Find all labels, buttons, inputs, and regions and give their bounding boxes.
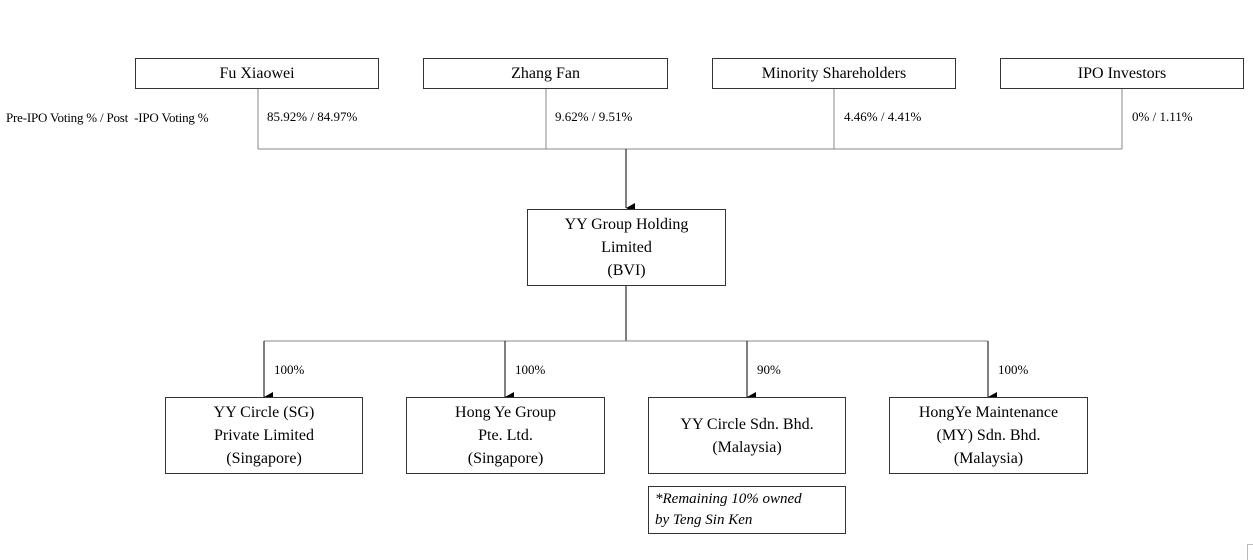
holding-line: (BVI) [607,262,646,279]
subsidiary-line: Hong Ye Group [455,404,556,421]
subsidiary-pct-hongye-maintenance: 100% [998,362,1029,377]
subsidiary-box-yy-circle-sg: YY Circle (SG) Private Limited (Singapor… [165,397,363,474]
subsidiary-pct-hong-ye-group: 100% [515,362,546,377]
voting-pct-fu-xiaowei: 85.92% / 84.97% [267,109,358,124]
holding-line: YY Group Holding [564,216,689,233]
holding-company-box: YY Group Holding Limited (BVI) [527,209,726,286]
subsidiary-line: HongYe Maintenance [918,404,1059,421]
subsidiary-box-yy-circle-my: YY Circle Sdn. Bhd. (Malaysia) [648,397,846,474]
subsidiary-line: (Singapore) [467,450,544,467]
shareholder-box-minority: Minority Shareholders [712,58,956,89]
voting-legend-label: Pre-IPO Voting % / Post -IPO Voting % [6,110,209,125]
subsidiary-line: Pte. Ltd. [478,427,533,444]
subsidiary-line: YY Circle Sdn. Bhd. [680,415,814,433]
shareholder-name: Minority Shareholders [761,65,907,82]
shareholder-name: Fu Xiaowei [219,65,295,82]
subsidiary-line: YY Circle (SG) [213,404,315,421]
subsidiary-line: (Malaysia) [712,438,782,456]
voting-pct-minority: 4.46% / 4.41% [844,109,922,124]
subsidiary-box-hong-ye-group: Hong Ye Group Pte. Ltd. (Singapore) [406,397,605,474]
shareholder-box-fu-xiaowei: Fu Xiaowei [135,58,379,89]
shareholder-name: IPO Investors [1077,65,1167,82]
subsidiary-pct-yy-circle-sg: 100% [274,362,305,377]
remaining-ownership-note: *Remaining 10% owned by Teng Sin Ken [648,486,846,534]
note-line: by Teng Sin Ken [655,512,753,528]
voting-pct-zhang-fan: 9.62% / 9.51% [555,109,633,124]
subsidiary-line: (Malaysia) [953,450,1024,467]
page-corner-mark [1247,544,1253,560]
subsidiary-line: (MY) Sdn. Bhd. [936,427,1041,444]
subsidiary-box-hongye-maintenance: HongYe Maintenance (MY) Sdn. Bhd. (Malay… [889,397,1088,474]
subsidiary-pct-yy-circle-my: 90% [757,362,781,377]
shareholder-name: Zhang Fan [511,65,580,82]
voting-pct-ipo-investors: 0% / 1.11% [1132,109,1193,124]
shareholder-box-ipo-investors: IPO Investors [1000,58,1244,89]
holding-line: Limited [601,239,652,256]
shareholder-box-zhang-fan: Zhang Fan [423,58,668,89]
subsidiary-line: (Singapore) [226,450,302,467]
subsidiary-line: Private Limited [214,427,314,444]
note-line: *Remaining 10% owned [655,491,802,507]
